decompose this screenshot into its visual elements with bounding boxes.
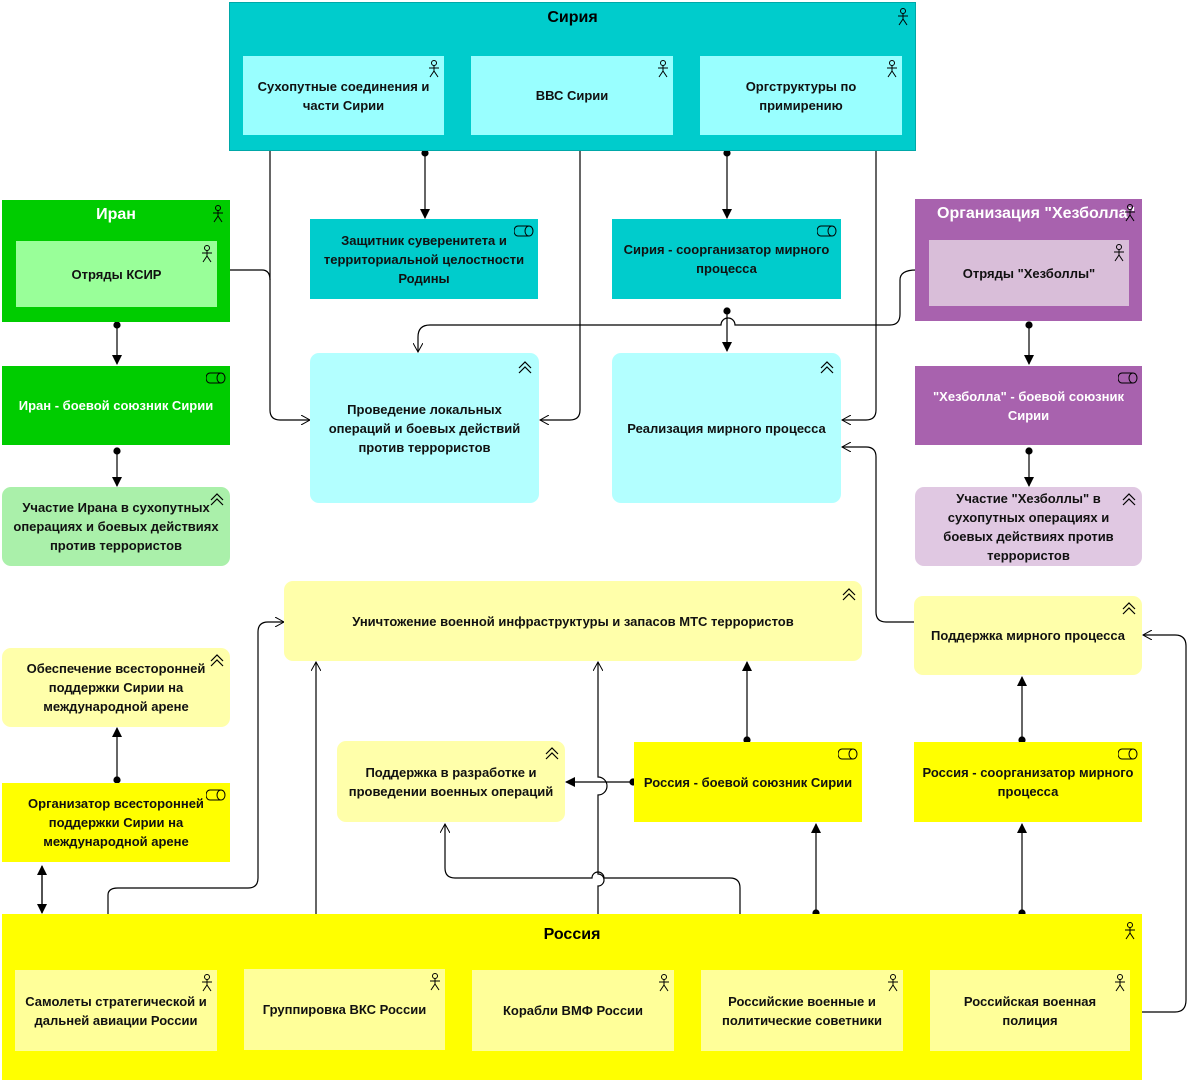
role-icon <box>817 225 837 237</box>
actor-icon <box>898 8 908 26</box>
role-icon <box>1118 748 1138 760</box>
serving-line <box>107 622 284 968</box>
russia-navy-ships[interactable]: Корабли ВМФ России <box>472 970 674 1051</box>
service-icon <box>545 747 559 760</box>
russia-military-police[interactable]: Российская военная полиция <box>930 970 1130 1051</box>
hezbollah-ally-role[interactable]: "Хезболла" - боевой союзник Сирии <box>915 366 1142 445</box>
service-icon <box>842 588 856 601</box>
hezbollah-participation-service[interactable]: Участие "Хезболлы" в сухопутных операция… <box>915 487 1142 566</box>
service-icon <box>210 654 224 667</box>
intl-support-service[interactable]: Обеспечение всесторонней поддержки Сирии… <box>2 648 230 727</box>
syria-land-forces[interactable]: Сухопутные соединения и части Сирии <box>243 56 444 135</box>
actor-icon <box>429 60 439 78</box>
serving-line <box>842 447 914 623</box>
serving-line <box>418 269 917 352</box>
syria-air-force[interactable]: ВВС Сирии <box>471 56 673 135</box>
serving-line <box>1130 635 1187 1013</box>
serving-line <box>269 137 310 420</box>
russia-peace-coorganizer-role[interactable]: Россия - соорганизатор мирного процесса <box>914 742 1142 822</box>
ops-support-service[interactable]: Поддержка в разработке и проведении воен… <box>337 741 565 822</box>
syria-group-label: Сирия <box>547 9 598 26</box>
actor-icon <box>213 205 223 223</box>
actor-icon <box>202 974 212 992</box>
peace-support-service[interactable]: Поддержка мирного процесса <box>914 596 1142 675</box>
role-icon <box>1118 372 1138 384</box>
actor-icon <box>1115 974 1125 992</box>
actor-icon <box>658 60 668 78</box>
syria-reconciliation[interactable]: Оргструктуры по примирению <box>700 56 902 135</box>
russia-combat-ally-role[interactable]: Россия - боевой союзник Сирии <box>634 742 862 822</box>
russia-group-label: Россия <box>543 926 601 943</box>
serving-line <box>218 269 271 281</box>
actor-icon <box>202 245 212 263</box>
service-icon <box>1122 602 1136 615</box>
russia-aerospace-group[interactable]: Группировка ВКС России <box>244 969 445 1050</box>
actor-icon <box>1125 922 1135 940</box>
peace-implementation-service[interactable]: Реализация мирного процесса <box>612 353 841 503</box>
service-icon <box>820 361 834 374</box>
russia-intl-organizer-role[interactable]: Организатор всесторонней поддержки Сирии… <box>2 783 230 862</box>
actor-icon <box>888 974 898 992</box>
role-icon <box>206 372 226 384</box>
actor-icon <box>1125 204 1135 222</box>
actor-icon <box>1114 244 1124 262</box>
iran-irgc-units[interactable]: Отряды КСИР <box>16 241 217 307</box>
iran-group-label: Иран <box>96 206 136 223</box>
actor-icon <box>659 974 669 992</box>
syria-peace-coorganizer-role[interactable]: Сирия - соорганизатор мирного процесса <box>612 219 841 299</box>
serving-line <box>540 137 581 420</box>
actor-icon <box>430 973 440 991</box>
actor-icon <box>887 60 897 78</box>
russia-advisors[interactable]: Российские военные и политические советн… <box>701 970 903 1051</box>
service-icon <box>1122 493 1136 506</box>
syria-defender-role[interactable]: Защитник суверенитета и территориальной … <box>310 219 538 299</box>
hezbollah-group-label: Организация "Хезболла" <box>937 205 1136 222</box>
russia-strategic-aviation[interactable]: Самолеты стратегической и дальней авиаци… <box>15 970 217 1051</box>
destroy-infrastructure-service[interactable]: Уничтожение военной инфраструктуры и зап… <box>284 581 862 661</box>
local-operations-service[interactable]: Проведение локальных операций и боевых д… <box>310 353 539 503</box>
iran-participation-service[interactable]: Участие Ирана в сухопутных операциях и б… <box>2 487 230 566</box>
role-icon <box>206 789 226 801</box>
role-icon <box>838 748 858 760</box>
hezbollah-units[interactable]: Отряды "Хезболлы" <box>929 240 1129 306</box>
serving-line <box>445 824 741 968</box>
service-icon <box>518 361 532 374</box>
role-icon <box>514 225 534 237</box>
serving-line <box>598 662 608 968</box>
iran-ally-role[interactable]: Иран - боевой союзник Сирии <box>2 366 230 445</box>
service-icon <box>210 493 224 506</box>
serving-line <box>842 137 877 420</box>
